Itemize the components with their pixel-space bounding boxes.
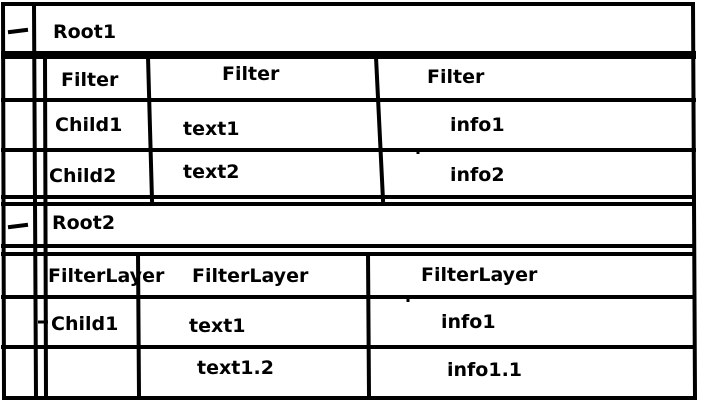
data-row[interactable]: Child1 text1 info1 [38, 311, 496, 337]
data-row[interactable]: text1.2 info1.1 [197, 357, 522, 381]
root-label[interactable]: Root1 [53, 21, 116, 43]
collapse-dash-icon[interactable] [7, 222, 29, 230]
header-cell[interactable]: Filter [427, 66, 485, 88]
text-cell: text1.2 [197, 357, 274, 379]
info-cell: info2 [450, 164, 505, 186]
root-group-1: Root1 Filter Filter Filter Child1 text1 … [7, 21, 505, 187]
header-cell[interactable]: FilterLayer [192, 265, 309, 287]
info-cell: info1 [441, 311, 496, 333]
tree-cell: Child1 [51, 313, 118, 335]
text-cell: text2 [183, 161, 240, 183]
tree-cell: Child2 [49, 165, 116, 187]
root-group-2: Root2 FilterLayer FilterLayer FilterLaye… [7, 212, 538, 381]
header-row: Filter Filter Filter [61, 63, 485, 91]
header-cell[interactable]: Filter [222, 63, 280, 85]
header-cell[interactable]: FilterLayer [48, 265, 165, 287]
grid-lines [0, 1, 698, 401]
text-cell: text1 [189, 315, 246, 337]
tree-cell: Child1 [55, 114, 122, 136]
collapse-dash-icon[interactable] [7, 27, 29, 35]
header-cell[interactable]: Filter [61, 69, 119, 91]
info-cell: info1 [450, 114, 505, 136]
header-row: FilterLayer FilterLayer FilterLayer [48, 264, 538, 287]
info-cell: info1.1 [447, 359, 522, 381]
root-label[interactable]: Root2 [52, 212, 115, 234]
text-cell: text1 [183, 118, 240, 140]
data-row[interactable]: Child1 text1 info1 [55, 114, 505, 140]
header-cell[interactable]: FilterLayer [421, 264, 538, 286]
data-row[interactable]: Child2 text2 info2 [49, 161, 505, 187]
